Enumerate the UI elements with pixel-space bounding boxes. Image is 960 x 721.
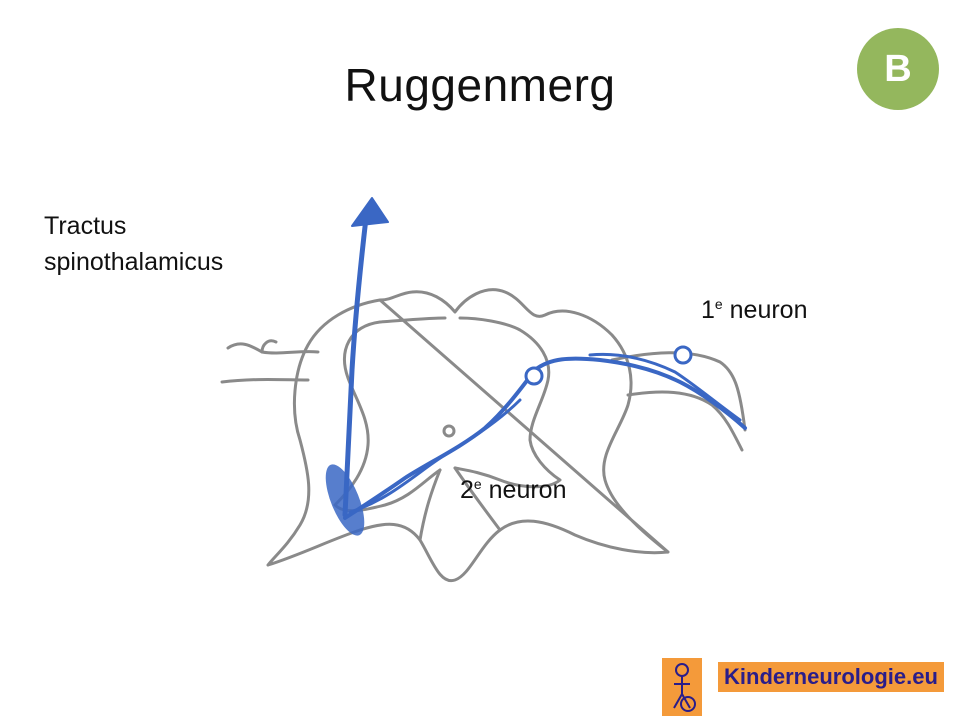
section-badge: B	[857, 28, 939, 110]
tract-label-line2: spinothalamicus	[44, 248, 224, 276]
neuron1-superscript: e	[714, 296, 723, 312]
ventral-horn-left	[418, 468, 442, 542]
ascending-tract	[342, 215, 369, 518]
neuron2-number: 2	[460, 476, 474, 504]
central-canal	[442, 424, 456, 438]
cord-outer-contour	[266, 288, 670, 583]
logo-figure-icon	[662, 658, 702, 716]
ventral-horn-right	[453, 466, 502, 532]
grey-matter-right	[453, 316, 562, 489]
left-dorsal-root	[220, 342, 320, 384]
neuron1-word: neuron	[722, 296, 808, 324]
neuron1-number: 1	[701, 296, 715, 324]
tract-label: Tractus spinothalamicus	[44, 208, 223, 280]
first-neuron-soma	[673, 345, 693, 365]
arrow-head-icon	[351, 197, 389, 227]
second-neuron-crossing	[348, 398, 522, 514]
neuron1-label: 1e neuron	[701, 286, 808, 328]
first-neuron-fibre-2	[588, 352, 742, 422]
badge-letter: B	[884, 47, 912, 90]
neuron2-superscript: e	[473, 476, 482, 492]
neuron2-word: neuron	[481, 476, 567, 504]
right-dorsal-root	[610, 351, 747, 452]
left-dorsal-rootlet	[260, 339, 278, 354]
slide-title: Ruggenmerg	[344, 59, 616, 111]
logo-text: Kinderneurologie.eu	[718, 662, 944, 692]
tract-label-line1: Tractus	[44, 212, 127, 240]
grey-matter-left	[333, 316, 447, 513]
neuron2-label: 2e neuron	[460, 466, 567, 508]
spinal-cord-outline	[220, 288, 747, 583]
second-neuron-soma	[325, 464, 365, 536]
neuron-somas	[325, 345, 693, 536]
dorsal-horn-soma	[524, 366, 544, 386]
